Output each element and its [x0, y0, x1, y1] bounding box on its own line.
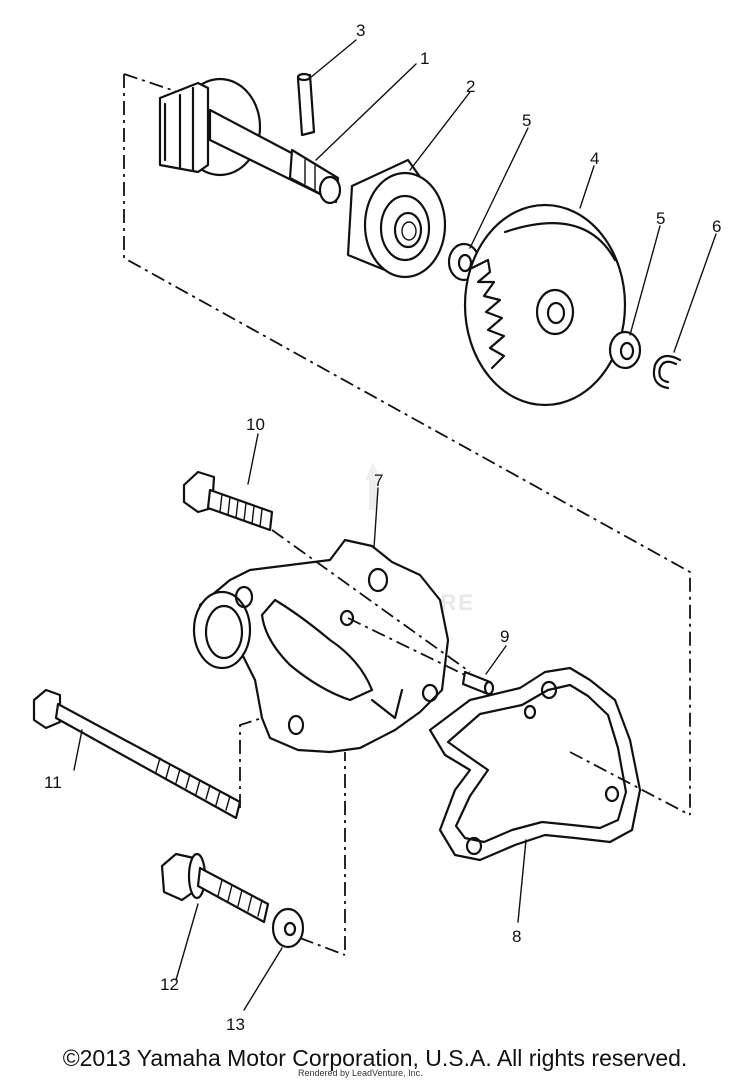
- part-9-dowel-pin: [461, 670, 495, 696]
- assembly-line-dowel: [347, 617, 466, 676]
- assembly-line-bolt12: [299, 752, 346, 956]
- callout-10: 10: [246, 415, 265, 434]
- callout-2: 2: [466, 77, 475, 96]
- part-2-seal: [346, 158, 447, 279]
- callout-3: 3: [356, 21, 365, 40]
- callout-13: 13: [226, 1015, 245, 1034]
- assembly-line-gasket: [569, 751, 691, 816]
- part-13-washer: [271, 907, 305, 949]
- part-3-pin: [296, 72, 316, 137]
- callout-4: 4: [590, 149, 599, 168]
- part-1-impeller-shaft: [158, 77, 342, 205]
- callout-12: 12: [160, 975, 179, 994]
- callout-1: 1: [420, 49, 429, 68]
- callout-5-lower: 5: [656, 209, 665, 228]
- callout-5-upper: 5: [522, 111, 531, 130]
- callout-9: 9: [500, 627, 509, 646]
- callouts: 1 2 3 4 5 5 6 7 8 9 10 11 12 13: [44, 21, 721, 1034]
- part-5-washer-lower: [608, 330, 642, 370]
- assembly-frame-upper: [123, 74, 691, 815]
- leader-lines: [73, 39, 717, 1011]
- part-4-gear: [463, 203, 627, 407]
- rendered-by-credit: Rendered by LeadVenture, Inc.: [298, 1068, 423, 1078]
- callout-6: 6: [712, 217, 721, 236]
- callout-8: 8: [512, 927, 521, 946]
- callout-7: 7: [374, 471, 383, 490]
- assembly-line-bolt11: [239, 717, 263, 808]
- part-11-long-bolt: [32, 688, 242, 820]
- part-10-bolt: [182, 470, 274, 532]
- part-7-pump-cover: [192, 538, 450, 754]
- assembly-line-bolt10: [271, 529, 471, 673]
- copyright-notice: ©2013 Yamaha Motor Corporation, U.S.A. A…: [62, 1045, 688, 1071]
- part-6-circlip: [652, 354, 682, 390]
- part-8-gasket: [428, 666, 642, 862]
- callout-11: 11: [44, 773, 62, 792]
- part-12-flange-bolt: [160, 852, 270, 924]
- assembly-frame-top: [123, 73, 179, 93]
